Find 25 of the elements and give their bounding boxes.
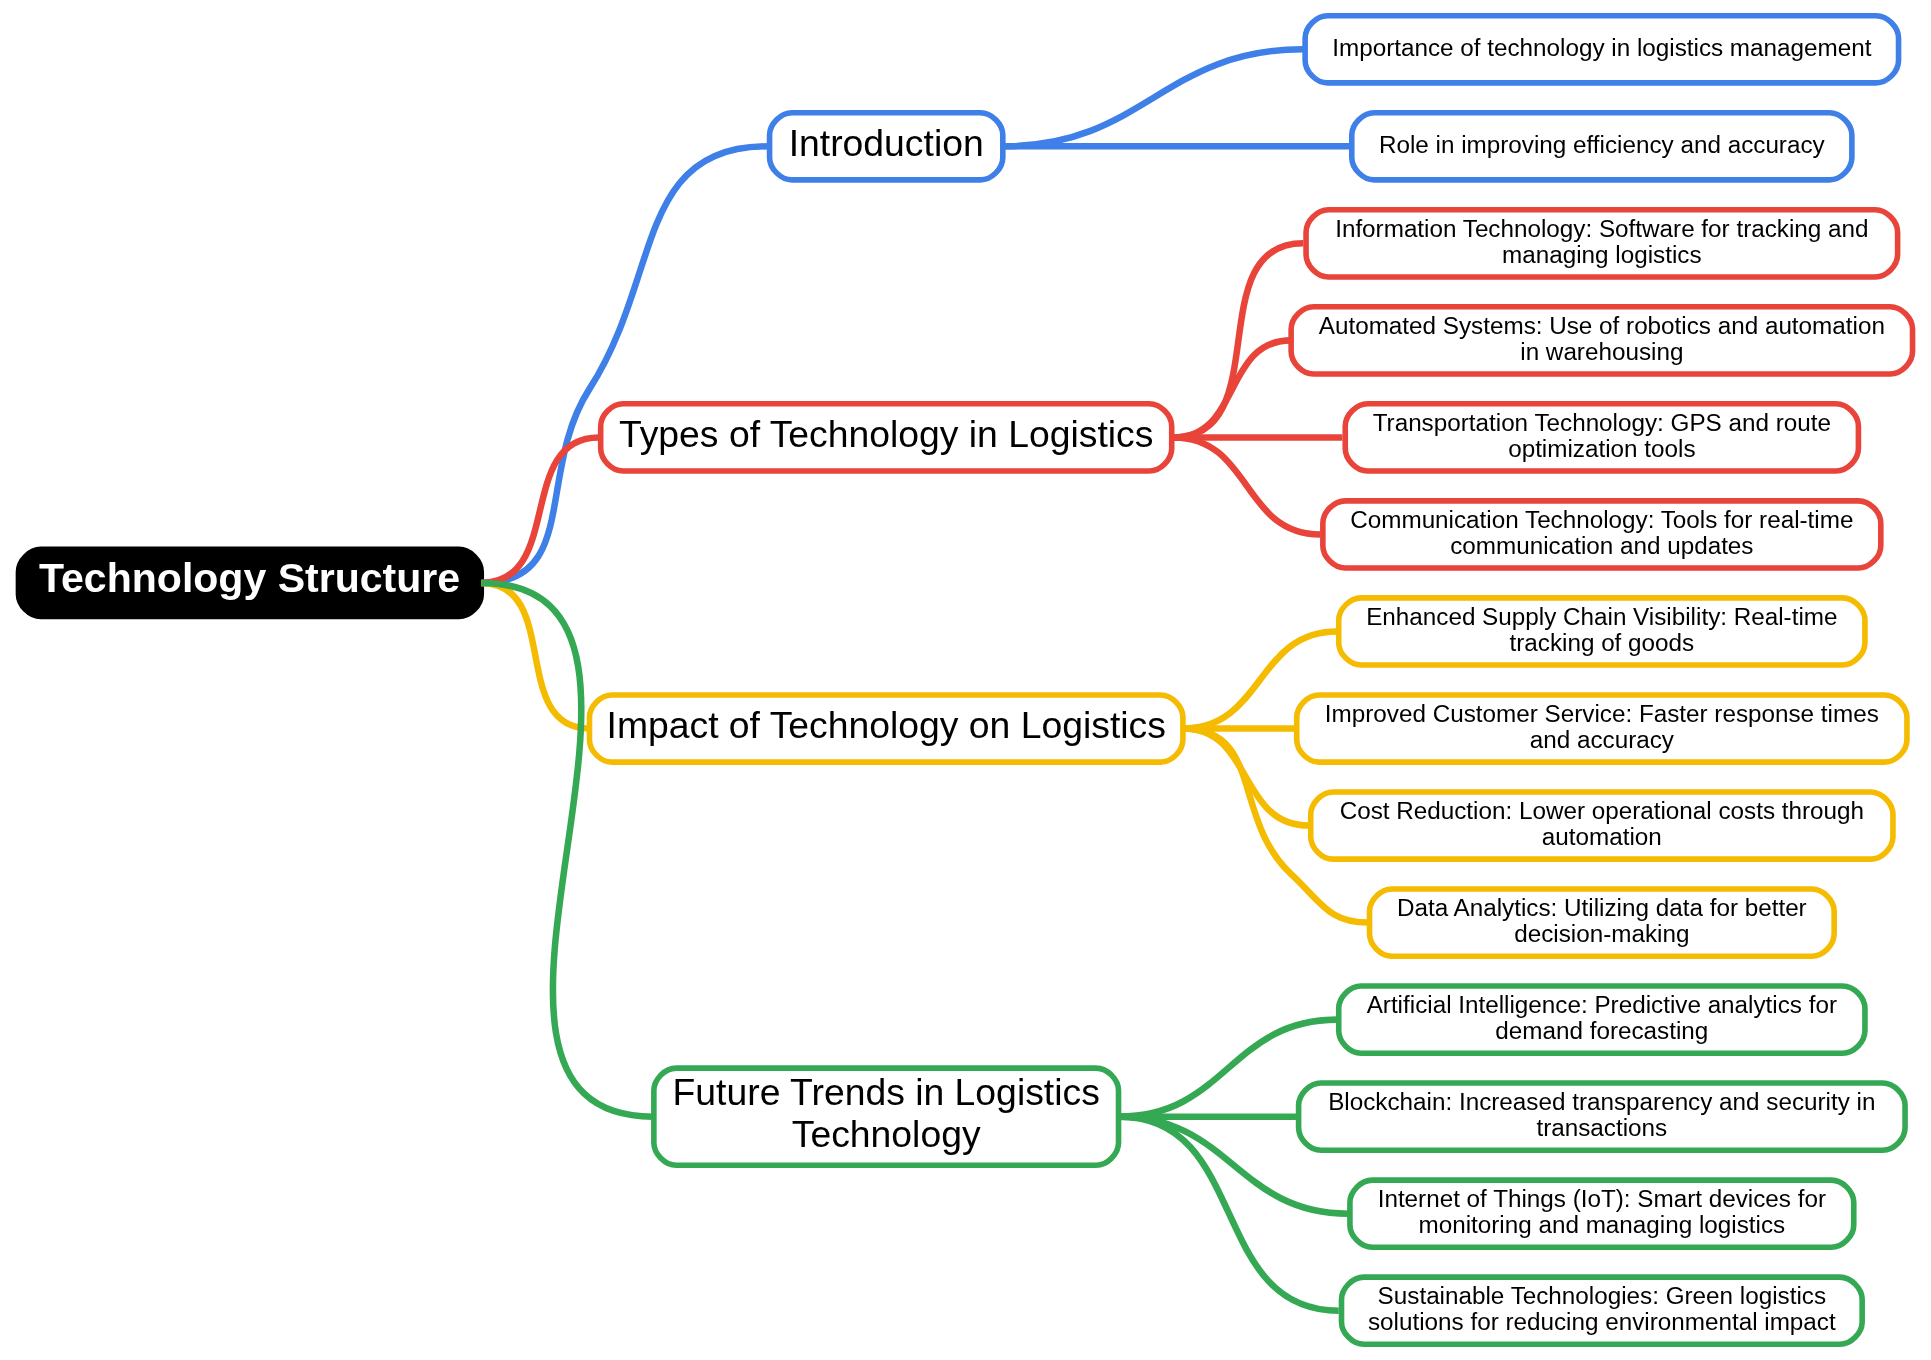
node-box: Types of Technology in Logistics bbox=[597, 401, 1175, 474]
node-box: Impact of Technology on Logistics bbox=[586, 692, 1186, 765]
node-box: Introduction bbox=[766, 109, 1006, 183]
node-box: Transportation Technology: GPS and route optimization tools bbox=[1342, 401, 1862, 474]
node-box: Future Trends in Logistics Technology bbox=[651, 1065, 1122, 1168]
node-box: Communication Technology: Tools for real-time communication and updates bbox=[1320, 498, 1884, 571]
node-box: Technology Structure bbox=[15, 546, 485, 620]
connector bbox=[1173, 434, 1321, 538]
node-box: Role in improving efficiency and accuracy bbox=[1349, 109, 1855, 183]
node-box: Blockchain: Increased transparency and security in transactions bbox=[1295, 1080, 1908, 1154]
node-box: Artificial Intelligence: Predictive analytics for demand forecasting bbox=[1335, 983, 1868, 1056]
node-box: Information Technology: Software for tracking and managing logistics bbox=[1303, 206, 1901, 280]
node-box: Internet of Things (IoT): Smart devices for monitoring and managing logistics bbox=[1347, 1177, 1857, 1251]
node-box: Automated Systems: Use of robotics and automation in warehousing bbox=[1288, 303, 1916, 377]
node-box: Enhanced Supply Chain Visibility: Real-time tracking of goods bbox=[1335, 595, 1868, 668]
connector bbox=[1119, 1113, 1349, 1217]
node-box: Importance of technology in logistics management bbox=[1302, 12, 1902, 86]
connector bbox=[480, 579, 654, 1120]
node-box: Cost Reduction: Lower operational costs through automation bbox=[1307, 789, 1896, 862]
connector bbox=[1003, 143, 1350, 150]
node-box: Sustainable Technologies: Green logistics solutions for reducing environmental impact bbox=[1338, 1274, 1865, 1348]
node-box: Improved Customer Service: Faster response times and accuracy bbox=[1293, 692, 1910, 765]
connector bbox=[1119, 1113, 1340, 1314]
connector bbox=[1182, 725, 1369, 926]
node-box: Data Analytics: Utilizing data for better decision-making bbox=[1366, 886, 1837, 959]
